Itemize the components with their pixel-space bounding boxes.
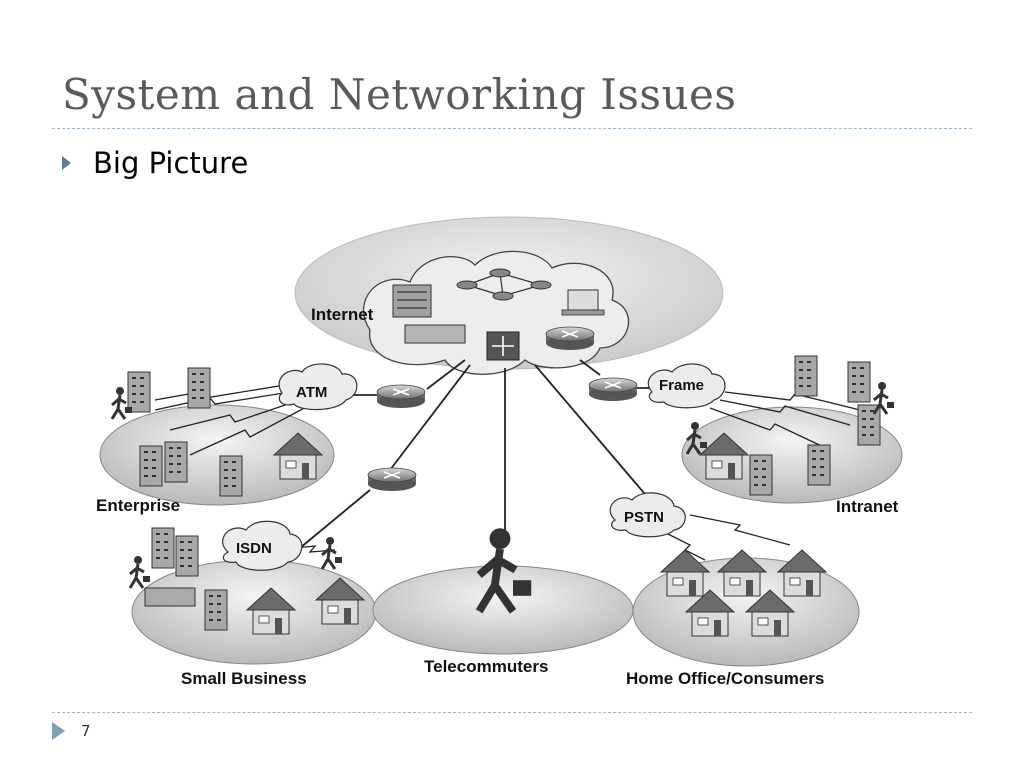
network-links	[299, 359, 655, 549]
frame-label: Frame	[659, 377, 704, 394]
building-icon	[794, 355, 818, 397]
atm-label: ATM	[296, 384, 327, 401]
internet-label: Internet	[311, 305, 374, 324]
building-icon	[139, 445, 163, 487]
building-icon	[187, 367, 211, 409]
bullet-arrow-icon	[62, 156, 71, 170]
pbx-icon	[144, 587, 196, 607]
title-divider	[52, 128, 972, 129]
building-icon	[175, 535, 199, 577]
telecommuters-platform	[372, 565, 634, 655]
internet-core-routers	[456, 268, 552, 301]
server-icon	[392, 284, 432, 318]
router-icon	[588, 377, 638, 402]
building-icon	[204, 589, 228, 631]
home-office-label: Home Office/Consumers	[626, 669, 824, 688]
house-icon	[777, 549, 827, 597]
person-icon	[128, 554, 152, 590]
small-business-label: Small Business	[181, 669, 307, 688]
router-icon	[376, 384, 426, 409]
isdn-label: ISDN	[236, 540, 272, 557]
switch-icon	[404, 324, 466, 344]
bullet-text: Big Picture	[93, 146, 249, 180]
person-icon	[320, 535, 344, 571]
wan-links	[154, 384, 861, 561]
router-icon	[367, 467, 417, 492]
pstn-label: PSTN	[624, 509, 664, 526]
building-icon	[164, 441, 188, 483]
enterprise-label: Enterprise	[96, 496, 180, 515]
slide-title: System and Networking Issues	[62, 70, 737, 119]
building-icon	[151, 527, 175, 569]
frame-cloud	[647, 363, 726, 409]
house-icon	[717, 549, 767, 597]
building-icon	[807, 444, 831, 486]
page-number: 7	[81, 722, 91, 740]
workstation-icon	[567, 289, 599, 311]
footer-divider	[52, 712, 972, 713]
router-icon	[545, 326, 595, 351]
building-icon	[219, 455, 243, 497]
bullet-item: Big Picture	[62, 146, 248, 180]
house-icon	[660, 549, 710, 597]
atm-cloud	[278, 363, 358, 411]
telecommuter-icon	[475, 528, 532, 614]
pstn-cloud	[609, 492, 686, 538]
isdn-cloud	[222, 520, 303, 571]
slide-footer: 7	[52, 722, 91, 740]
footer-arrow-icon	[52, 722, 65, 740]
building-icon	[749, 454, 773, 496]
intranet-label: Intranet	[836, 497, 899, 516]
telecommuters-label: Telecommuters	[424, 657, 548, 676]
person-icon	[872, 380, 896, 416]
building-icon	[127, 371, 151, 413]
building-icon	[847, 361, 871, 403]
